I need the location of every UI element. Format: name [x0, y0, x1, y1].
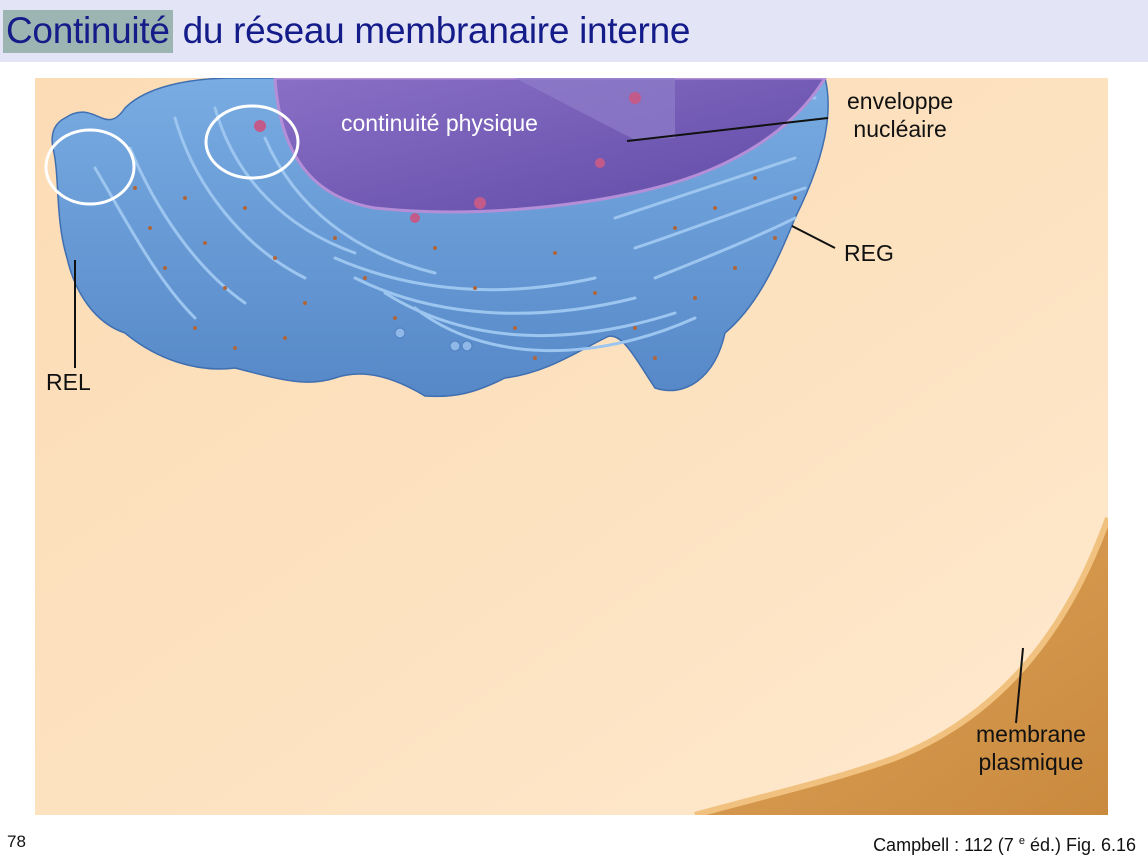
- title-highlight: Continuité: [3, 10, 173, 53]
- leader-enveloppe: [626, 117, 829, 142]
- extracellular-region: [695, 518, 1108, 815]
- label-enveloppe-line1: enveloppe: [847, 88, 954, 114]
- source-sup: e: [1018, 835, 1025, 847]
- vesicles: [394, 327, 473, 352]
- label-membrane-plasmique: membrane plasmique: [976, 720, 1086, 776]
- nuclear-pores: [254, 92, 641, 223]
- title-rest: du réseau membranaire interne: [172, 10, 691, 51]
- label-reg: REG: [844, 240, 894, 266]
- label-rel: REL: [46, 369, 91, 395]
- leader-membrane: [1015, 647, 1024, 724]
- label-enveloppe-line2: nucléaire: [853, 116, 947, 142]
- ribosomes: [133, 176, 797, 360]
- nucleus: [273, 78, 827, 214]
- label-membrane-line2: plasmique: [978, 749, 1084, 775]
- label-membrane-line1: membrane: [976, 721, 1086, 747]
- highlight-circle-center: [204, 104, 300, 180]
- source-citation: Campbell : 112 (7 e éd.) Fig. 6.16: [873, 835, 1136, 856]
- source-prefix: Campbell : 112 (7: [873, 835, 1019, 855]
- title-bar: Continuité du réseau membranaire interne: [0, 0, 1148, 62]
- source-suffix: éd.) Fig. 6.16: [1024, 835, 1136, 855]
- label-continuite-physique: continuité physique: [341, 110, 538, 136]
- leader-reg: [791, 225, 836, 249]
- highlight-circle-left: [44, 128, 136, 206]
- page-number: 78: [7, 832, 26, 851]
- plasma-membrane: [694, 516, 1108, 815]
- label-enveloppe-nucleaire: enveloppe nucléaire: [847, 87, 953, 143]
- illustration-svg: [35, 78, 1108, 815]
- slide-title: Continuité du réseau membranaire interne: [3, 6, 690, 56]
- er-illustration: continuité physique enveloppe nucléaire …: [35, 78, 1108, 815]
